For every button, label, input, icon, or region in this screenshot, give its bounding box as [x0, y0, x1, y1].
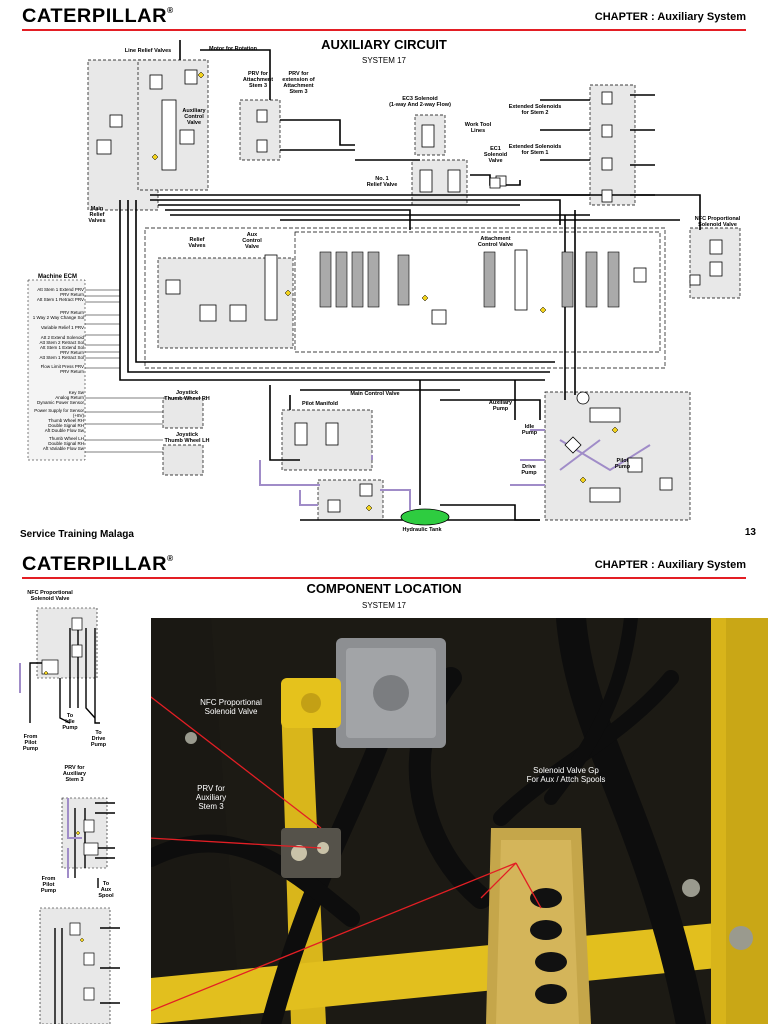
label-line-relief: Line Relief Valves	[124, 48, 172, 54]
label-idle-pump: Idle Pump	[521, 424, 538, 436]
ecm-pin: Double Signal RH	[48, 423, 84, 428]
ecm-pin: Att Stem 1 Extend Sol	[39, 345, 84, 350]
label-ec3: EC3 Solenoid (1-way And 2-way Flow)	[389, 96, 451, 108]
ecm-pin: Variable Relief 1 PRV	[40, 325, 84, 330]
ecm-pin: Key Sw	[68, 390, 84, 395]
ecm-pin: Dynamic Power Sensor	[36, 400, 84, 405]
label-pilot-pump: Pilot Pump	[614, 458, 631, 470]
label-prv-ext-stem3: PRV for extension of Attachment Stem 3	[282, 71, 315, 95]
label-joystick-rh: Joystick Thumb Wheel RH	[164, 390, 210, 402]
ecm-pin: Power Supply for Sensor (+8V)	[34, 408, 84, 418]
label-work-tool: Work Tool Lines	[464, 122, 492, 134]
page-title: COMPONENT LOCATION	[306, 581, 462, 596]
side-label-to-idle-pump: To Idle Pump	[62, 713, 78, 731]
ecm-pin: Double Signal RH	[48, 441, 84, 446]
hydraulic-schematic	[27, 40, 741, 526]
side-label-from-pilot-pump-2: From Pilot Pump	[40, 876, 57, 894]
ecm-pin: Att Stem 1 Retract PRV	[36, 297, 84, 302]
label-drive-pump: Drive Pump	[521, 464, 537, 476]
side-label-from-pilot-pump: From Pilot Pump	[22, 734, 39, 752]
label-nfc-prop: NFC Proportional Solenoid Valve	[694, 216, 741, 228]
label-aux-control-valve: Aux Control Valve	[242, 232, 262, 250]
label-pilot-manifold: Pilot Manifold	[301, 401, 339, 407]
label-ext-sol-stem2: Extended Solenoids for Stem 2	[508, 104, 562, 116]
caterpillar-logo: CATERPILLAR®	[22, 554, 174, 575]
side-label-nfc: NFC Proportional Solenoid Valve	[27, 590, 73, 602]
label-no1-relief: No. 1 Relief Valve	[366, 176, 398, 188]
mini-schematics	[19, 607, 120, 1024]
label-joystick-lh: Joystick Thumb Wheel LH	[164, 432, 210, 444]
label-ec1: EC1 Solenoid Valve	[483, 146, 508, 164]
ecm-pin: Aft Variable Flow Sw	[42, 446, 84, 451]
label-machine-ecm: Machine ECM	[37, 274, 77, 280]
ecm-pin-list: Att Stem 1 Extend PRV PRV Return Att Ste…	[29, 287, 84, 451]
ecm-pin: Att Stem 1 Retract Sol	[39, 355, 84, 360]
label-ext-sol-stem1: Extended Solenoids for Stem 1	[508, 144, 562, 156]
ecm-pin: Att Stem 1 Extend PRV	[37, 287, 84, 292]
page-subtitle: SYSTEM 17	[361, 601, 406, 610]
callout-solenoid-gp: Solenoid Valve Gp For Aux / Attch Spools	[526, 766, 606, 784]
side-label-to-aux-spool: To Aux Spool	[98, 881, 114, 899]
label-motor-rotation: Motor for Rotation	[209, 46, 257, 52]
ecm-pin: PRV Return	[60, 369, 84, 374]
side-label-prv-aux-stem3: PRV for Auxiliary Stem 3	[62, 765, 87, 783]
chapter-heading: CHAPTER : Auxiliary System	[594, 11, 746, 23]
ecm-pin: Analog Return	[55, 395, 84, 400]
caterpillar-logo: CATERPILLAR®	[22, 6, 174, 27]
ecm-pin: Aft Double Flow Sw	[44, 428, 84, 433]
label-prv-stem3: PRV for Attachment Stem 3	[242, 71, 274, 89]
label-aux-control: Auxiliary Control Valve	[182, 108, 206, 126]
label-relief-valves: Relief Valves	[188, 237, 206, 249]
ecm-pin: 1 Way 2 Way Change Sol	[32, 315, 84, 320]
ecm-pin: Thumb Wheel LH	[48, 436, 84, 441]
label-attach-control: Attachment Control Valve	[477, 236, 514, 248]
ecm-pin: Att Stem 2 Retract Sol	[39, 340, 84, 345]
callout-nfc: NFC Proportional Solenoid Valve	[200, 698, 262, 716]
component-photo: NFC Proportional Solenoid Valve PRV for …	[151, 618, 768, 1024]
label-hydraulic-tank: Hydraulic Tank	[402, 527, 442, 533]
chapter-heading: CHAPTER : Auxiliary System	[594, 559, 746, 571]
label-main-relief: Main Relief Valves	[88, 206, 106, 224]
ecm-pin: PRV Return	[60, 310, 84, 315]
header-divider	[22, 29, 746, 31]
callout-prv: PRV for Auxiliary Stem 3	[195, 784, 227, 811]
label-main-control: Main Control Valve	[350, 391, 400, 397]
ecm-pin: PRV Return	[60, 292, 84, 297]
page-subtitle: SYSTEM 17	[361, 56, 406, 65]
page-number: 13	[744, 527, 756, 538]
ecm-pin: PRV Return	[60, 350, 84, 355]
page-title: AUXILIARY CIRCUIT	[321, 37, 447, 52]
ecm-pin: Thumb Wheel RH	[48, 418, 84, 423]
ecm-pin: Flow Limit Press PRV	[40, 364, 84, 369]
page-component-location: CATERPILLAR® CHAPTER : Auxiliary System …	[0, 548, 768, 1024]
header-divider	[22, 577, 746, 579]
ecm-pin: Att 2 Extend Solenoid	[40, 335, 84, 340]
footer-training-center: Service Training Malaga	[20, 529, 134, 540]
label-aux-pump: Auxiliary Pump	[488, 400, 513, 412]
side-label-to-drive-pump: To Drive Pump	[90, 730, 107, 748]
page-auxiliary-circuit: CATERPILLAR® CHAPTER : Auxiliary System …	[20, 6, 756, 540]
photo-illustration	[151, 618, 768, 1024]
